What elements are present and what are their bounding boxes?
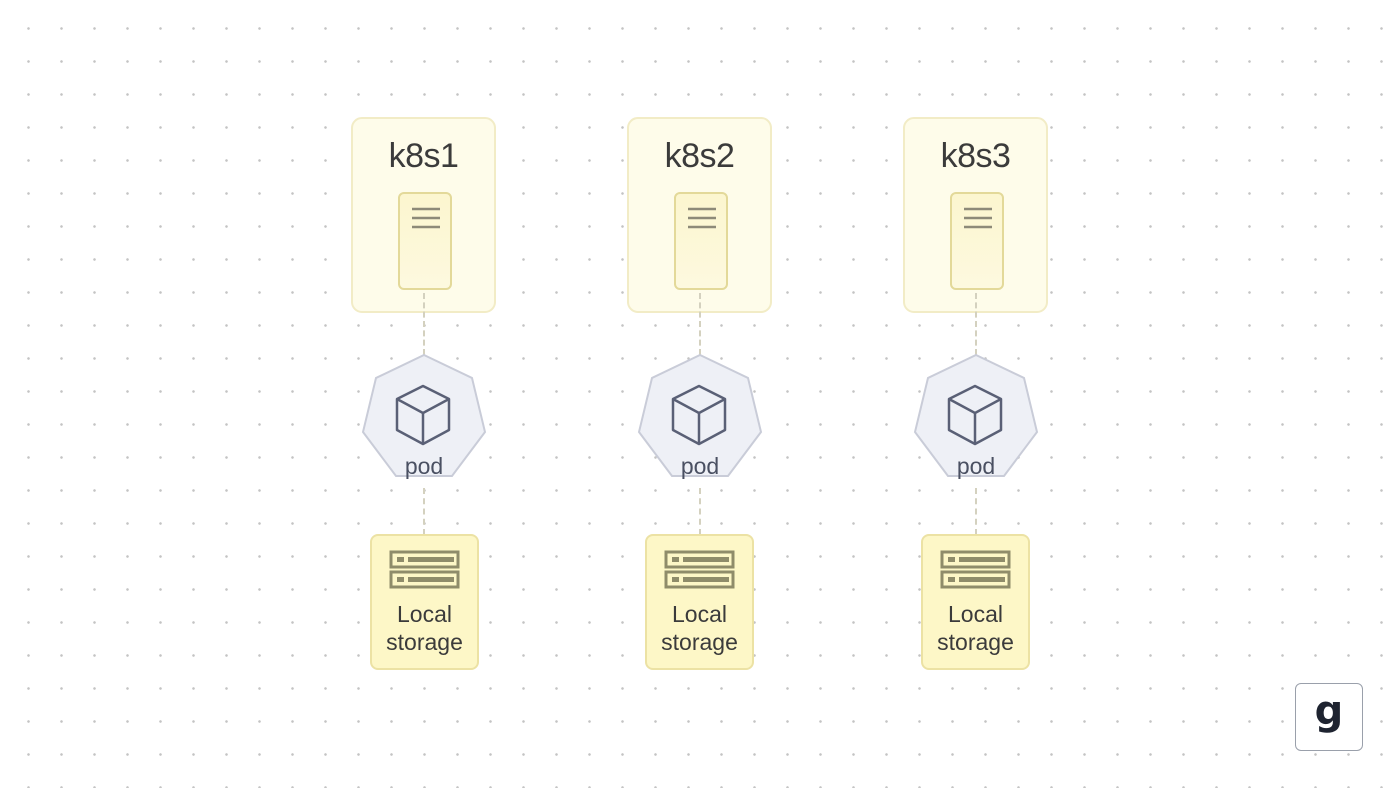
- node-title: k8s1: [388, 137, 459, 175]
- storage-drive-icon: [940, 550, 1011, 589]
- server-icon: [674, 192, 728, 290]
- cube-icon: [395, 384, 451, 446]
- storage-label-line2: storage: [661, 629, 738, 655]
- storage-k8s1: Local storage: [370, 534, 479, 670]
- g-logo-icon: g: [1295, 683, 1363, 751]
- connector-node-pod: [699, 293, 701, 355]
- storage-k8s3: Local storage: [921, 534, 1030, 670]
- logo-letter: g: [1314, 688, 1344, 734]
- storage-label-line1: Local: [397, 601, 452, 627]
- pod-label: pod: [680, 453, 720, 479]
- pod-k8s1: pod: [360, 353, 488, 489]
- storage-label-line2: storage: [937, 629, 1014, 655]
- cube-icon: [671, 384, 727, 446]
- storage-label: Local storage: [647, 600, 752, 656]
- pod-label: pod: [404, 453, 444, 479]
- storage-label: Local storage: [372, 600, 477, 656]
- storage-label-line1: Local: [672, 601, 727, 627]
- connector-pod-storage: [423, 488, 425, 535]
- storage-label-line2: storage: [386, 629, 463, 655]
- cube-icon: [947, 384, 1003, 446]
- connector-pod-storage: [975, 488, 977, 535]
- node-k8s2: k8s2: [627, 117, 772, 313]
- pod-k8s3: pod: [912, 353, 1040, 489]
- storage-drive-icon: [389, 550, 460, 589]
- pod-k8s2: pod: [636, 353, 764, 489]
- server-icon: [950, 192, 1004, 290]
- connector-node-pod: [975, 293, 977, 355]
- storage-drive-icon: [664, 550, 735, 589]
- node-title: k8s2: [664, 137, 735, 175]
- pod-label: pod: [956, 453, 996, 479]
- server-icon: [398, 192, 452, 290]
- connector-node-pod: [423, 293, 425, 355]
- connector-pod-storage: [699, 488, 701, 535]
- storage-label: Local storage: [923, 600, 1028, 656]
- node-title: k8s3: [940, 137, 1011, 175]
- storage-k8s2: Local storage: [645, 534, 754, 670]
- node-k8s3: k8s3: [903, 117, 1048, 313]
- storage-label-line1: Local: [948, 601, 1003, 627]
- node-k8s1: k8s1: [351, 117, 496, 313]
